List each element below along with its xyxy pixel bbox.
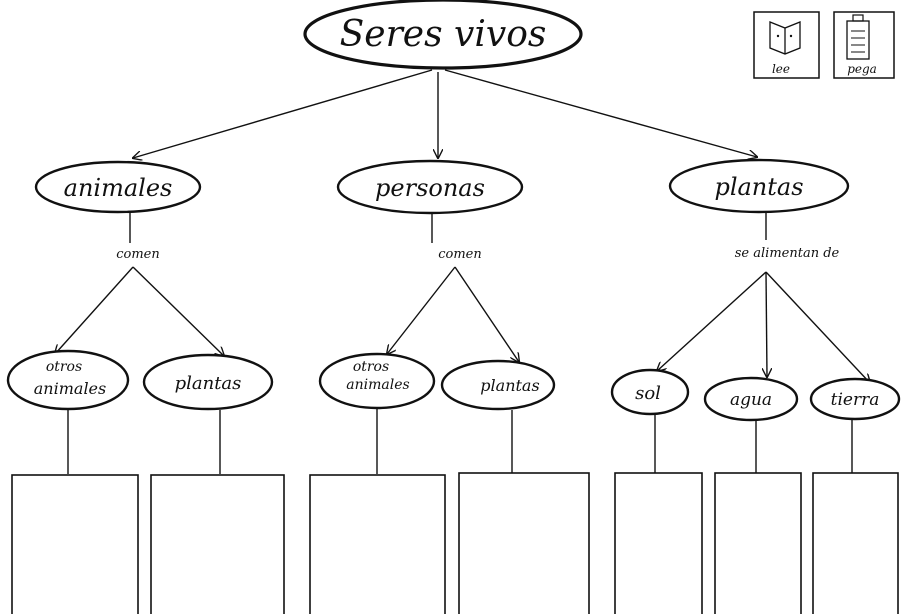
box-connectors bbox=[67, 408, 853, 474]
arrow-root-plantas bbox=[444, 69, 757, 157]
child-label: plantas bbox=[480, 376, 539, 395]
link-text-animales: comen bbox=[116, 247, 160, 262]
answer-boxes bbox=[11, 472, 899, 614]
answer-box[interactable] bbox=[458, 472, 590, 614]
pega-icon: pega bbox=[833, 11, 895, 79]
answer-box[interactable] bbox=[714, 472, 802, 614]
category-label: personas bbox=[375, 174, 485, 202]
child-label-line1: otros bbox=[46, 359, 82, 375]
link-text-personas: comen bbox=[438, 247, 482, 262]
lee-label: lee bbox=[772, 62, 790, 76]
child-node-plantas: plantas bbox=[440, 359, 556, 411]
pega-label: pega bbox=[847, 62, 877, 76]
arrow-root-animales bbox=[133, 69, 433, 158]
child-label: plantas bbox=[175, 373, 242, 394]
child-label-line2: animales bbox=[346, 377, 409, 393]
child-node-otros-animales: otros animales bbox=[318, 352, 436, 410]
answer-box[interactable] bbox=[150, 474, 285, 614]
child-node-agua: agua bbox=[703, 376, 799, 422]
answer-box[interactable] bbox=[812, 472, 899, 614]
root-label: Seres vivos bbox=[340, 14, 547, 55]
child-node-plantas: plantas bbox=[142, 353, 274, 411]
answer-box[interactable] bbox=[11, 474, 139, 614]
category-node-plantas: plantas bbox=[668, 158, 850, 214]
link-text-plantas: se alimentan de bbox=[735, 246, 840, 261]
child-node-otros-animales: otros animales bbox=[6, 349, 130, 411]
answer-box[interactable] bbox=[614, 472, 703, 614]
lee-icon: lee bbox=[753, 11, 820, 79]
child-connectors bbox=[55, 266, 870, 383]
child-label: agua bbox=[730, 390, 772, 410]
child-label-line2: animales bbox=[34, 379, 106, 398]
child-node-tierra: tierra bbox=[809, 377, 901, 421]
category-label: plantas bbox=[714, 173, 803, 201]
root-connectors bbox=[133, 69, 757, 158]
answer-box[interactable] bbox=[309, 474, 446, 614]
category-connectors bbox=[129, 211, 767, 243]
child-label-line1: otros bbox=[353, 359, 389, 375]
child-label: sol bbox=[635, 383, 661, 404]
root-node: Seres vivos bbox=[303, 0, 583, 70]
root-ellipse bbox=[303, 0, 583, 70]
category-node-animales: animales bbox=[34, 160, 202, 214]
category-label: animales bbox=[64, 174, 173, 202]
category-node-personas: personas bbox=[336, 159, 524, 215]
child-node-sol: sol bbox=[610, 368, 690, 416]
child-label: tierra bbox=[831, 390, 880, 410]
